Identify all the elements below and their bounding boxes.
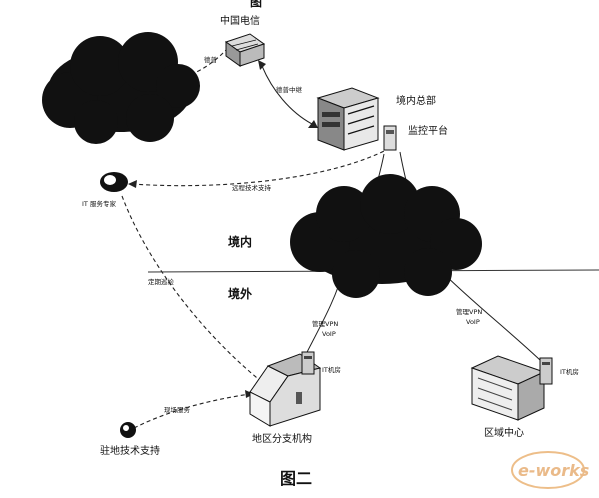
arrowhead-left-icon	[128, 180, 137, 188]
monitor-platform-label: 监控平台	[408, 124, 448, 137]
vpn-left-label-1: 管理VPN	[312, 319, 338, 328]
regional-center-label: 区域中心	[484, 426, 524, 439]
watermark-text: e-works	[518, 461, 589, 480]
branch-it-room-icon	[301, 351, 315, 375]
branch-it-room-label: IT机房	[322, 365, 341, 374]
arrowhead-up-icon	[258, 60, 266, 70]
field-support-label: 驻地技术支持	[100, 444, 160, 457]
field-support-icon	[120, 422, 136, 438]
link-regional-cloud	[439, 269, 541, 361]
remote-support-label: 远程技术支持	[232, 183, 272, 192]
link-periodic-check	[121, 195, 263, 383]
regional-it-room-label: IT机房	[560, 367, 579, 376]
link-telecom-hq	[261, 65, 313, 125]
arrowhead-down-icon	[308, 120, 318, 128]
china-telecom-label: 中国电信	[220, 14, 260, 27]
vpn-left-label-2: VoIP	[322, 330, 336, 338]
periodic-check-label: 定期巡检	[148, 277, 175, 286]
regional-center-icon	[470, 355, 546, 421]
branch-office-label: 地区分支机构	[252, 432, 312, 445]
monitor-platform-icon	[383, 125, 397, 151]
it-expert-icon	[100, 172, 128, 192]
it-expert-label: IT 服务专家	[82, 199, 116, 208]
left-cloud-icon	[42, 32, 200, 144]
onsite-service-label: 现场服务	[164, 405, 191, 414]
figure-caption: 图二	[280, 469, 312, 488]
region-inside-label: 境内	[228, 234, 252, 249]
regional-it-room-icon	[539, 357, 553, 385]
telecom-tap-label: 德普	[204, 55, 218, 64]
eworks-watermark: e-works	[511, 451, 589, 489]
link-remote-support	[131, 147, 391, 187]
telecom-switch-icon	[224, 33, 266, 67]
vpn-right-label-1: 管理VPN	[456, 307, 482, 316]
region-outside-label: 境外	[228, 286, 252, 301]
link-onsite-service	[133, 393, 251, 429]
hq-label: 境内总部	[396, 94, 436, 107]
center-cloud-icon	[290, 174, 482, 298]
hq-server-icon	[316, 87, 380, 151]
top-caption-fragment: 图	[250, 0, 262, 9]
relay-label: 德普中继	[276, 85, 303, 94]
vpn-right-label-2: VoIP	[466, 318, 480, 326]
